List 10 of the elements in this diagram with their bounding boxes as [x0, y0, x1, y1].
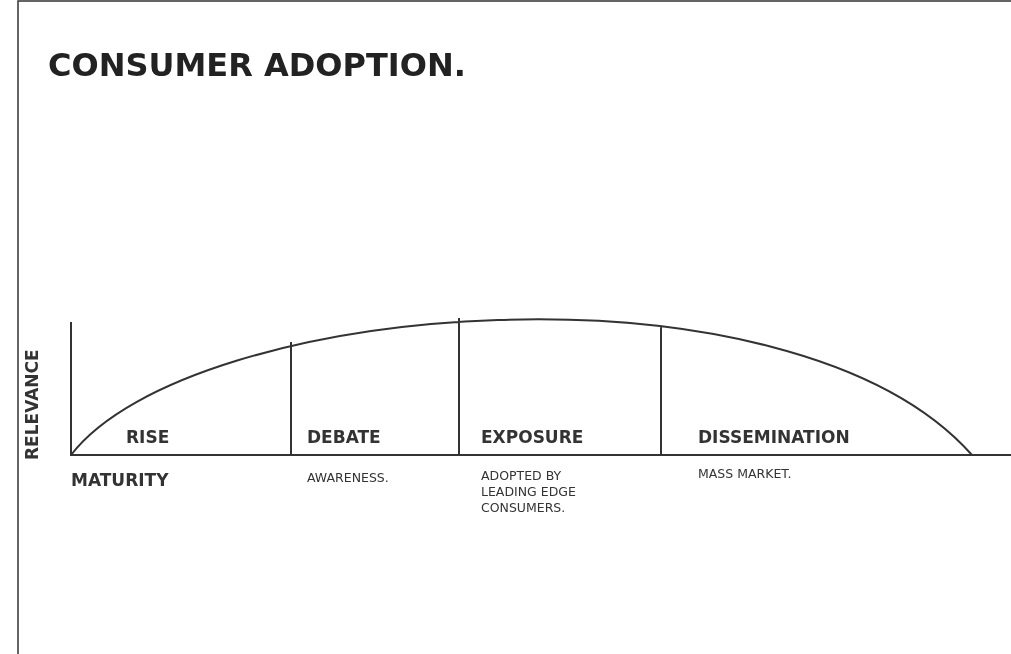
phase-description: MASS MARKET. [698, 466, 792, 482]
axis-label: MATURITY [71, 470, 169, 490]
axis-label: RELEVANCE [22, 349, 42, 460]
phase-label: EXPOSURE [481, 427, 584, 447]
phase-label: DISSEMINATION [698, 427, 850, 447]
phase-description: ADOPTED BY LEADING EDGE CONSUMERS. [481, 468, 577, 516]
phase-label: RISE [126, 427, 170, 447]
phase-label: DEBATE [307, 427, 381, 447]
title: CONSUMER ADOPTION. [48, 46, 466, 84]
phase-description: AWARENESS. [307, 470, 389, 486]
